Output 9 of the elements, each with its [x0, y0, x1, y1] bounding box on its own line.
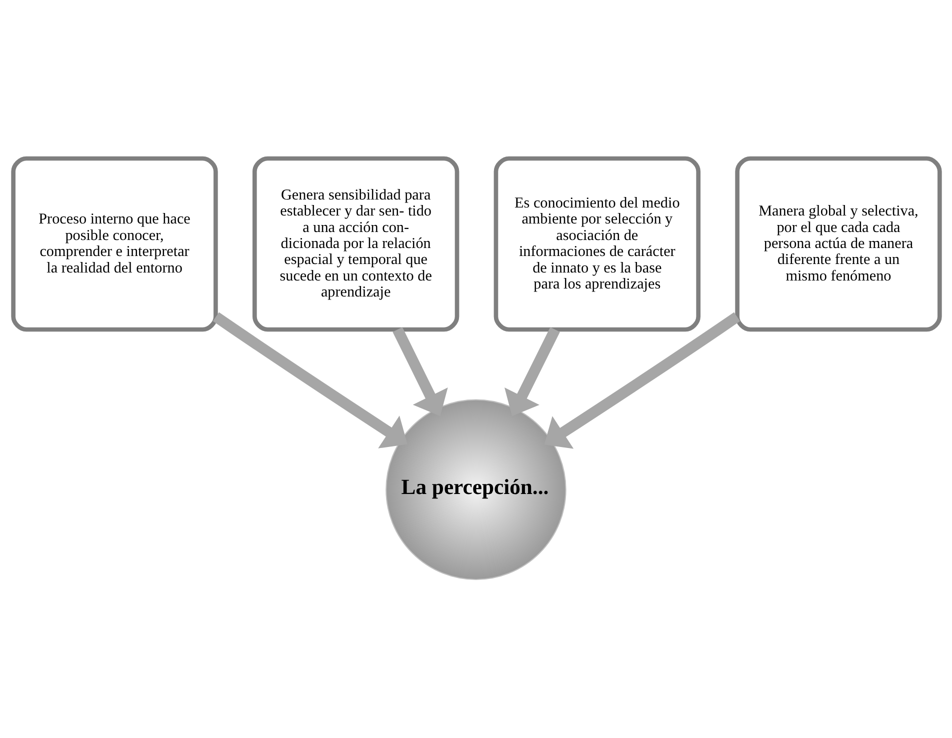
node-box: Genera sensibilidad para establecer y dar sen- tido a una acción con- dicionada por la relación espacial y temporal que sucede en un contexto de aprendizaje	[252, 156, 459, 332]
node-circle: La percepción...	[385, 399, 566, 580]
node-box: Proceso interno que hace posible conocer, comprender e interpretar la realidad del entorno	[10, 156, 218, 332]
node-box: Es conocimiento del medio ambiente por selección y asociación de informaciones de carácter de innato y es la base para los aprendizajes	[493, 156, 700, 332]
arrow	[392, 327, 448, 416]
arrow	[544, 312, 740, 449]
arrow	[212, 312, 407, 448]
node-box: Manera global y selectiva, por el que cada cada persona actúa de manera diferente frente a un mismo fenómeno	[734, 156, 942, 332]
arrow	[504, 327, 560, 416]
